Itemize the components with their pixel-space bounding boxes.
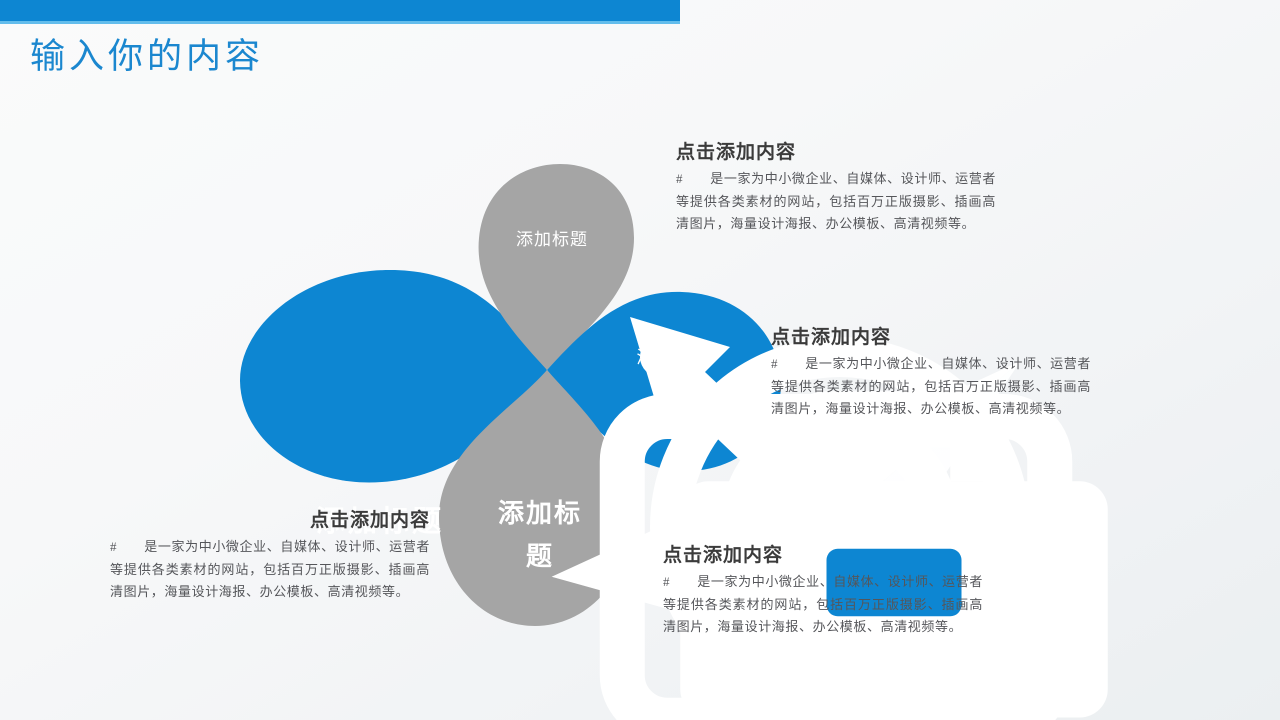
text-block-heading: 点击添加内容 bbox=[676, 142, 797, 163]
text-block-body: # 是一家为中小微企业、自媒体、设计师、运营者等提供各类素材的网站，包括百万正版… bbox=[110, 539, 430, 599]
page-title: 输入你的内容 bbox=[30, 37, 265, 76]
petal-shape-top[interactable] bbox=[478, 164, 634, 370]
header-accent-underline bbox=[0, 21, 680, 24]
text-block-right: 点击添加内容 # 是一家为中小微企业、自媒体、设计师、运营者等提供各类素材的网站… bbox=[771, 325, 1091, 421]
header-accent-bar bbox=[0, 0, 680, 21]
petal-shape-left[interactable] bbox=[240, 270, 547, 483]
text-block-heading: 点击添加内容 bbox=[663, 545, 784, 566]
text-block-bottom-right: 点击添加内容 # 是一家为中小微企业、自媒体、设计师、运营者等提供各类素材的网站… bbox=[663, 543, 983, 639]
text-block-heading: 点击添加内容 bbox=[309, 510, 430, 531]
text-block-top-right: 点击添加内容 # 是一家为中小微企业、自媒体、设计师、运营者等提供各类素材的网站… bbox=[676, 140, 996, 236]
text-block-body: # 是一家为中小微企业、自媒体、设计师、运营者等提供各类素材的网站，包括百万正版… bbox=[663, 574, 983, 634]
text-block-bottom-left: 点击添加内容 # 是一家为中小微企业、自媒体、设计师、运营者等提供各类素材的网站… bbox=[110, 508, 430, 604]
text-block-body: # 是一家为中小微企业、自媒体、设计师、运营者等提供各类素材的网站，包括百万正版… bbox=[771, 356, 1091, 416]
text-block-body: # 是一家为中小微企业、自媒体、设计师、运营者等提供各类素材的网站，包括百万正版… bbox=[676, 171, 996, 231]
text-block-heading: 点击添加内容 bbox=[771, 327, 892, 348]
